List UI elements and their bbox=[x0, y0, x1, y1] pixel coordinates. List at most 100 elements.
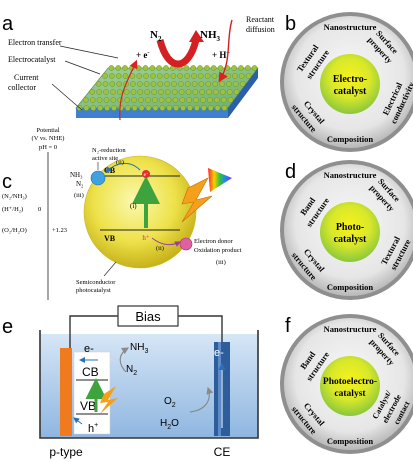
n2-c-label: N₂ bbox=[76, 180, 84, 188]
panel-f-center-line2: catalyst bbox=[334, 389, 366, 399]
catalyst-particle bbox=[227, 97, 234, 103]
catalyst-particle bbox=[138, 105, 145, 111]
current-label: Current bbox=[14, 73, 39, 82]
catalyst-particle bbox=[164, 81, 170, 87]
ph-label: pH = 0 bbox=[39, 144, 57, 151]
catalyst-particle bbox=[204, 73, 211, 79]
panel-d: d Photo- catalyst Nanostructure Composit… bbox=[280, 160, 413, 300]
bias-box bbox=[117, 305, 179, 327]
catalyst-particle bbox=[89, 97, 96, 103]
catalyst-particle bbox=[152, 105, 159, 111]
electron-symbol: e⁻ bbox=[144, 173, 149, 178]
catalyst-particle bbox=[118, 105, 124, 111]
catalyst-particle bbox=[163, 73, 170, 79]
catalyst-particle bbox=[116, 81, 122, 87]
catalyst-particle bbox=[212, 81, 218, 87]
catalyst-particle bbox=[122, 73, 129, 79]
catalyst-particle bbox=[83, 105, 90, 111]
catalyst-particle bbox=[90, 105, 97, 111]
catalyst-particle bbox=[131, 97, 137, 103]
catalyst-particle bbox=[97, 105, 103, 111]
photocatalyst-label: photocatalyst bbox=[76, 287, 111, 294]
catalyst-particle bbox=[210, 65, 217, 71]
hole-flow-arrow bbox=[73, 417, 83, 425]
panel-c: c Potential (V vs. NHE) pH = 0 (N₂/NH₃) … bbox=[2, 127, 242, 300]
panel-b-center-line2: catalyst bbox=[334, 86, 367, 97]
panel-b-center-line1: Electro- bbox=[333, 74, 367, 85]
ce-label: CE bbox=[214, 445, 231, 459]
reaction-arrowhead bbox=[189, 30, 204, 42]
catalyst-particle bbox=[179, 97, 186, 103]
catalyst-particle bbox=[102, 81, 109, 87]
zero-level: 0 bbox=[38, 206, 41, 213]
panel-b-nanostructure: Nanostructure bbox=[324, 22, 377, 32]
donor-site-icon bbox=[179, 237, 193, 251]
catalyst-particle bbox=[204, 65, 210, 71]
collector-label: collector bbox=[8, 83, 36, 92]
catalyst-particle bbox=[123, 89, 130, 95]
catalyst-particle bbox=[206, 89, 212, 95]
catalyst-particle bbox=[187, 105, 193, 111]
catalyst-particle bbox=[145, 105, 152, 111]
catalyst-particle bbox=[136, 81, 143, 87]
catalyst-particle bbox=[171, 81, 177, 87]
catalyst-particle bbox=[200, 105, 207, 111]
catalyst-particle bbox=[217, 65, 224, 71]
left-wire bbox=[69, 315, 118, 348]
catalyst-particle bbox=[239, 81, 246, 87]
catalyst-particle bbox=[205, 81, 212, 87]
catalyst-particle bbox=[96, 97, 103, 103]
cell-container bbox=[39, 330, 259, 439]
catalyst-particle bbox=[192, 89, 199, 95]
potential-unit: (V vs. NHE) bbox=[32, 135, 65, 142]
electron-left-label: e- bbox=[84, 343, 94, 355]
catalyst-particle bbox=[177, 73, 183, 79]
catalyst-particle bbox=[183, 65, 190, 71]
panel-f-center-line1: Photoelectro- bbox=[323, 377, 377, 387]
o2-level-value: +1.23 bbox=[52, 227, 67, 234]
catalyst-particle bbox=[124, 97, 130, 103]
catalyst-particle bbox=[233, 89, 240, 95]
catalyst-particle bbox=[211, 73, 218, 79]
catalyst-particle bbox=[180, 105, 186, 111]
catalyst-particle bbox=[245, 73, 252, 79]
catalyst-particle bbox=[110, 97, 117, 103]
panel-a-letter: a bbox=[2, 13, 14, 35]
catalyst-particle bbox=[115, 65, 121, 71]
catalyst-particle bbox=[95, 81, 102, 87]
catalyst-particle bbox=[103, 89, 109, 95]
hole-symbol: h⁺ bbox=[142, 234, 150, 242]
catalyst-particle bbox=[131, 105, 138, 111]
panel-c-letter: c bbox=[2, 171, 12, 193]
catalyst-particle bbox=[213, 89, 219, 95]
catalyst-particle bbox=[164, 89, 171, 95]
catalyst-particle bbox=[200, 97, 206, 103]
spectrum-icon bbox=[208, 168, 232, 192]
catalyst-particle bbox=[238, 73, 245, 79]
catalyst-particle bbox=[207, 105, 214, 111]
catalyst-particle bbox=[238, 65, 244, 71]
cb-label: CB bbox=[104, 166, 116, 175]
catalyst-particle bbox=[159, 105, 166, 111]
panel-b-letter: b bbox=[285, 13, 296, 35]
catalyst-particle bbox=[232, 73, 238, 79]
catalyst-particle bbox=[151, 89, 157, 95]
electron-plus-label: + e- bbox=[136, 50, 149, 60]
catalyst-particle bbox=[145, 97, 151, 103]
counter-electrode-highlight bbox=[218, 342, 221, 436]
catalyst-particle bbox=[122, 65, 128, 71]
hole-transfer-arrow bbox=[151, 237, 181, 247]
catalyst-particle bbox=[83, 97, 89, 103]
catalyst-particle bbox=[231, 65, 237, 71]
panel-f-center bbox=[320, 356, 380, 416]
nh3-c-label: NH₃ bbox=[70, 171, 83, 179]
electrocatalyst-label: Electrocatalyst bbox=[8, 55, 56, 64]
panel-d-center bbox=[320, 202, 380, 262]
catalyst-particle bbox=[219, 89, 226, 95]
electron-transfer-label: Electron transfer bbox=[8, 38, 62, 47]
catalyst-particle bbox=[103, 97, 110, 103]
electron-transfer-arrow-c bbox=[105, 163, 141, 173]
catalyst-particle bbox=[191, 81, 198, 87]
reactant-label: Reactant bbox=[246, 15, 275, 24]
